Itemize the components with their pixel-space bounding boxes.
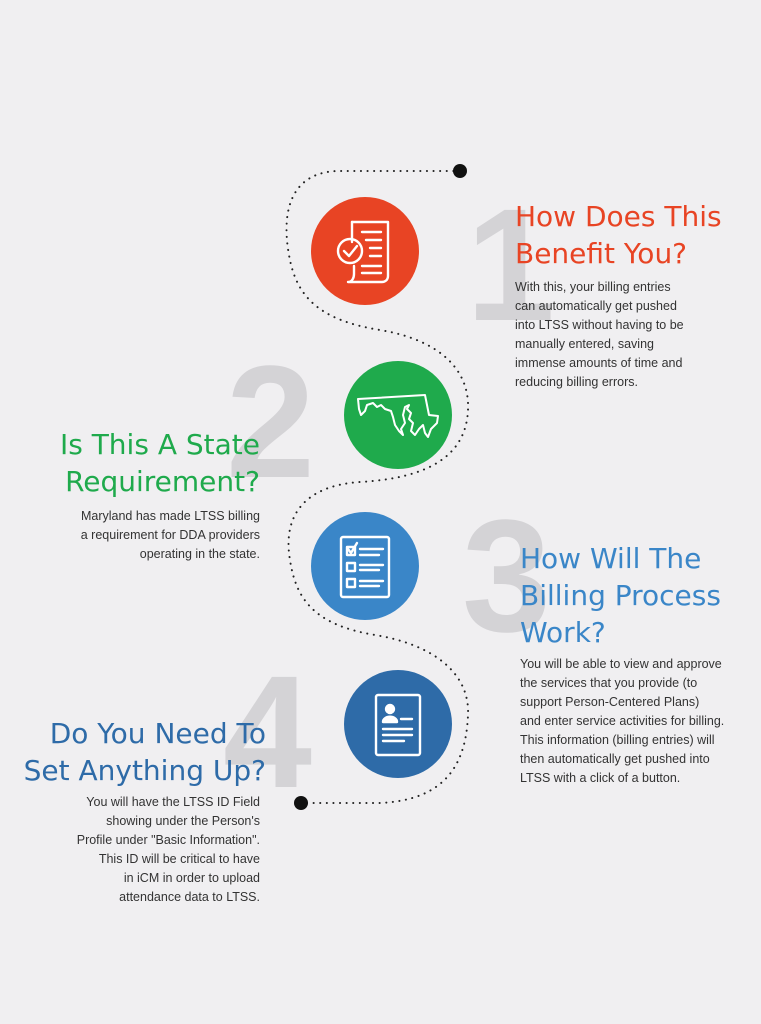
maryland-map-icon [357,394,439,438]
step-3-description: You will be able to view and approve the… [520,657,725,785]
timeline-start-dot [453,164,467,178]
document-checkmark-icon [336,220,390,284]
step-1-title: How Does This Benefit You? [515,200,722,270]
step-4-number: 4 [223,642,312,821]
step-2-title: Is This A State Requirement? [59,428,260,498]
step-2-description: Maryland has made LTSS billing a require… [80,509,260,561]
step-2-number: 2 [226,332,315,511]
step-4-description: You will have the LTSS ID Field showing … [76,795,260,904]
step-1-circle [311,197,419,305]
step-3-number: 3 [462,486,551,665]
step-1-number: 1 [466,175,555,354]
step-2-circle [344,361,452,469]
step-3-circle [311,512,419,620]
step-3-title: How Will The Billing Process Work? [520,542,721,649]
timeline-end-dot [294,796,308,810]
step-1-description: With this, your billing entries can auto… [515,280,684,389]
step-4-title: Do You Need To Set Anything Up? [23,717,266,787]
checklist-icon [339,535,391,599]
profile-document-icon [374,693,422,757]
step-4-circle [344,670,452,778]
